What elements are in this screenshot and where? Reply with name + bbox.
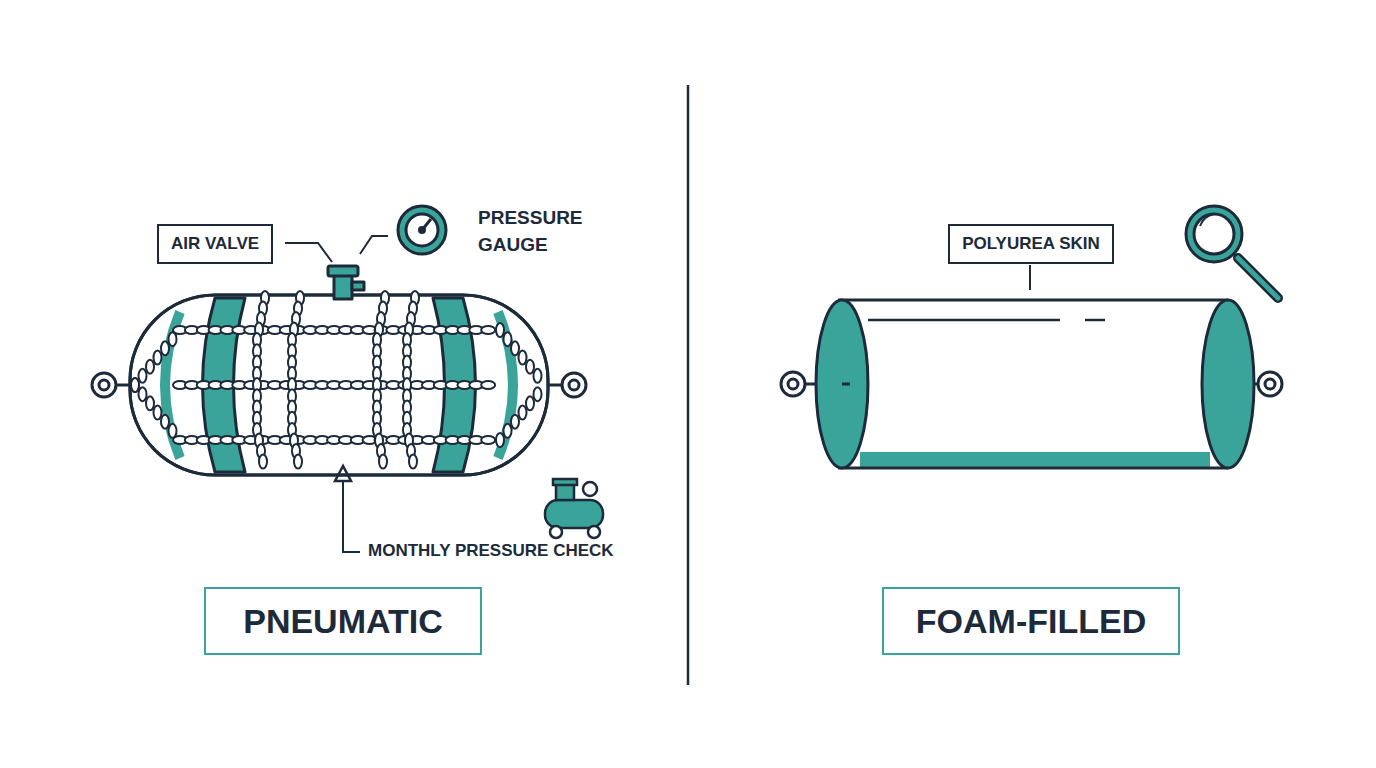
- foam-fender: [781, 265, 1282, 468]
- chain-link: [154, 351, 162, 365]
- chain-link: [169, 332, 177, 346]
- title-box: FOAM-FILLED: [882, 587, 1180, 655]
- chain-link: [161, 341, 169, 355]
- chain-link: [481, 326, 495, 334]
- node-text: AIR VALVE: [171, 234, 259, 254]
- compressor-icon: [545, 479, 603, 538]
- chain-link: [259, 455, 267, 469]
- chain-link: [139, 369, 147, 383]
- chain-link: [504, 424, 512, 438]
- chain-link: [146, 360, 154, 374]
- pneumatic-fender: [92, 266, 586, 475]
- chain-link: [526, 360, 534, 374]
- leader-line: [360, 236, 388, 254]
- part-label: PRESSURE GAUGE: [478, 205, 608, 258]
- chain-link: [519, 406, 527, 420]
- chain-link: [496, 323, 504, 337]
- pressure-gauge-icon: [398, 206, 446, 254]
- chain-link: [511, 341, 519, 355]
- chain-link: [504, 332, 512, 346]
- chain-link: [161, 415, 169, 429]
- chain-link: [511, 415, 519, 429]
- chain-link: [481, 381, 495, 389]
- magnifier-icon: [1186, 206, 1278, 298]
- note-label: MONTHLY PRESSURE CHECK: [368, 541, 614, 561]
- chain-link: [131, 378, 139, 392]
- title-box: PNEUMATIC: [204, 587, 482, 655]
- chain-link: [526, 396, 534, 410]
- chain-link: [146, 396, 154, 410]
- chain-link: [534, 369, 542, 383]
- chain-link: [519, 351, 527, 365]
- chain-link: [481, 436, 495, 444]
- chain-link: [154, 406, 162, 420]
- divider: [687, 85, 690, 685]
- check-arrow: [335, 466, 360, 552]
- chain-link: [409, 455, 417, 469]
- chain-link: [294, 455, 302, 469]
- node-text: PNEUMATIC: [228, 602, 458, 641]
- chain-link: [379, 455, 387, 469]
- chain-net: [131, 291, 542, 469]
- leader-line: [285, 243, 332, 262]
- chain-link: [534, 387, 542, 401]
- node-text: POLYUREA SKIN: [962, 234, 1100, 254]
- callout-box: AIR VALVE: [157, 224, 273, 264]
- chain-link: [496, 433, 504, 447]
- chain-link: [139, 387, 147, 401]
- chain-link: [169, 424, 177, 438]
- chain-link: [131, 378, 139, 392]
- node-text: FOAM-FILLED: [906, 602, 1156, 641]
- callout-box: POLYUREA SKIN: [948, 224, 1114, 264]
